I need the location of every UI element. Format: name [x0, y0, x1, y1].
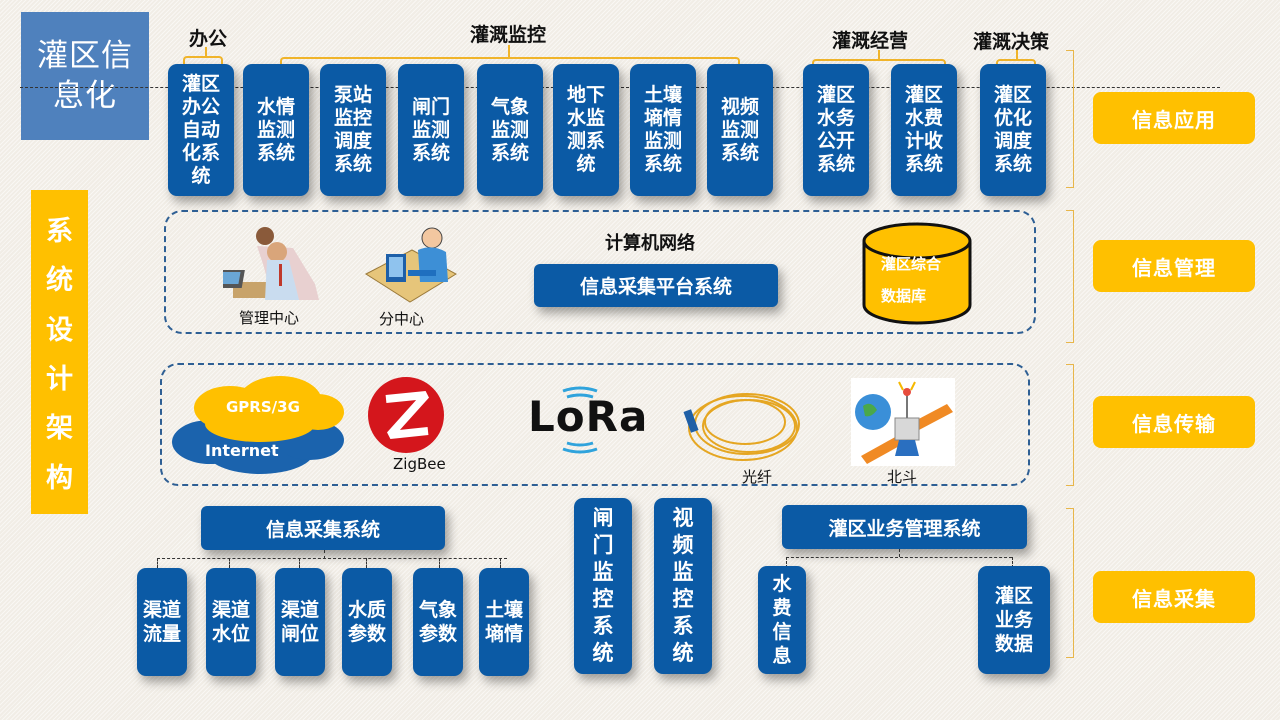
connector-line [229, 558, 230, 568]
brace-stem [1016, 50, 1018, 60]
cloud-label-gprs: GPRS/3G [226, 398, 300, 416]
layer-bracket [1066, 508, 1074, 658]
brace-stem [205, 47, 207, 57]
sub-center-icon [362, 224, 458, 306]
connector-line [500, 558, 501, 568]
lora-label: LoRa [528, 392, 649, 441]
group-label-operations: 灌溉经营 [832, 30, 909, 52]
app-video-monitoring[interactable]: 视频监测系统 [707, 64, 773, 196]
connector-line [786, 557, 787, 568]
app-gate-monitoring[interactable]: 闸门监测系统 [398, 64, 464, 196]
connector-line [439, 558, 440, 568]
network-label: 计算机网络 [605, 233, 695, 254]
connector-line [157, 558, 158, 568]
group-label-decision: 灌溉决策 [973, 31, 1050, 53]
management-center-icon [215, 224, 327, 302]
fiber-label: 光纤 [742, 468, 773, 486]
transmission-panel [160, 363, 1030, 486]
gate-control-system[interactable]: 闸门监控系统 [574, 498, 632, 674]
app-water-affairs[interactable]: 灌区水务公开系统 [803, 64, 869, 196]
business-management-system[interactable]: 灌区业务管理系统 [782, 505, 1027, 549]
item-weather-params[interactable]: 气象参数 [413, 568, 463, 676]
item-soil-moisture[interactable]: 土壤墒情 [479, 568, 529, 676]
group-label-office: 办公 [189, 28, 228, 50]
side-title-char: 计 [46, 364, 73, 396]
connector-line [324, 550, 325, 559]
platform-system[interactable]: 信息采集平台系统 [534, 264, 778, 307]
connector-line [786, 557, 1012, 558]
connector-line [366, 558, 367, 568]
layer-transmission[interactable]: 信息传输 [1093, 396, 1255, 448]
layer-management[interactable]: 信息管理 [1093, 240, 1255, 292]
app-water-monitoring[interactable]: 水情监测系统 [243, 64, 309, 196]
app-pump-station[interactable]: 泵站监控调度系统 [320, 64, 386, 196]
side-title: 系 统 设 计 架 构 [31, 190, 88, 514]
layer-bracket [1066, 364, 1074, 486]
beidou-label: 北斗 [887, 468, 918, 486]
brace-stem [508, 45, 510, 57]
side-title-char: 设 [46, 314, 73, 346]
video-control-system[interactable]: 视频监控系统 [654, 498, 712, 674]
app-water-fee[interactable]: 灌区水费计收系统 [891, 64, 957, 196]
connector-line [1012, 557, 1013, 568]
layer-application[interactable]: 信息应用 [1093, 92, 1255, 144]
group-label-monitoring: 灌溉监控 [470, 24, 547, 46]
management-center-label: 管理中心 [239, 309, 300, 327]
side-title-char: 系 [46, 216, 73, 248]
item-channel-flow[interactable]: 渠道流量 [137, 568, 187, 676]
cloud-label-internet: Internet [205, 441, 279, 460]
sub-center-label: 分中心 [379, 310, 425, 328]
side-title-char: 统 [46, 265, 73, 297]
layer-bracket [1066, 210, 1074, 343]
app-groundwater-monitoring[interactable]: 地下水监测系统 [553, 64, 619, 196]
cloud-icon [170, 372, 350, 477]
side-title-char: 架 [46, 413, 73, 445]
layer-collection[interactable]: 信息采集 [1093, 571, 1255, 623]
item-water-quality[interactable]: 水质参数 [342, 568, 392, 676]
brace-office [183, 56, 223, 68]
item-channel-gate[interactable]: 渠道闸位 [275, 568, 325, 676]
water-fee-info[interactable]: 水费信息 [758, 566, 806, 674]
side-title-char: 构 [46, 462, 73, 494]
app-office-automation[interactable]: 灌区办公自动化系统 [168, 64, 234, 196]
app-soil-moisture[interactable]: 土壤墒情监测系统 [630, 64, 696, 196]
app-weather-monitoring[interactable]: 气象监测系统 [477, 64, 543, 196]
divider-line [20, 87, 1220, 88]
brace-stem [878, 50, 880, 60]
page-title: 灌区信息化 [21, 12, 149, 140]
layer-bracket [1066, 50, 1074, 188]
database-label-line2: 数据库 [881, 287, 927, 305]
connector-line [299, 558, 300, 568]
connector-line [899, 549, 900, 557]
item-channel-level[interactable]: 渠道水位 [206, 568, 256, 676]
lora-signal-icon [555, 383, 605, 457]
connector-line [157, 558, 507, 559]
zigbee-icon [366, 375, 446, 455]
app-optimal-dispatch[interactable]: 灌区优化调度系统 [980, 64, 1046, 196]
beidou-satellite-icon [851, 378, 955, 466]
fiber-optic-icon [683, 384, 803, 466]
database-label-line1: 灌区综合 [881, 255, 942, 273]
zigbee-label: ZigBee [393, 455, 446, 473]
business-data[interactable]: 灌区业务数据 [978, 566, 1050, 674]
database-icon[interactable] [861, 221, 973, 327]
management-panel [164, 210, 1036, 334]
info-collection-system[interactable]: 信息采集系统 [201, 506, 445, 550]
